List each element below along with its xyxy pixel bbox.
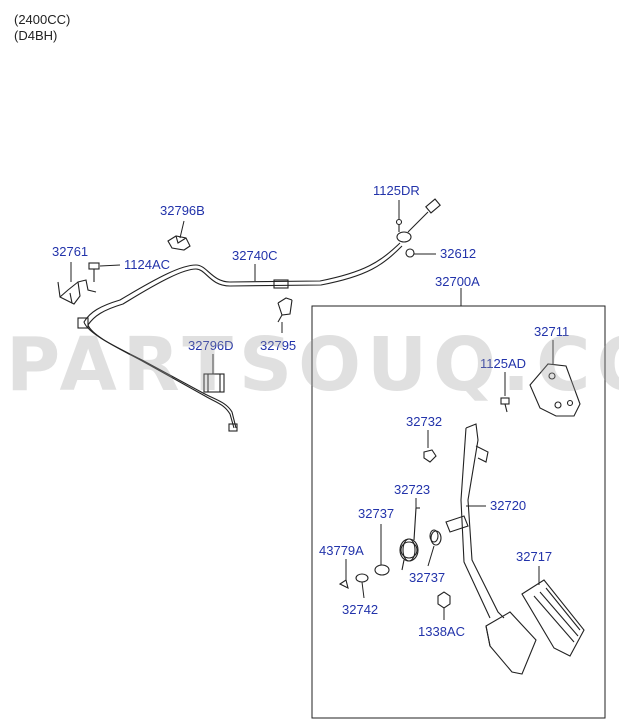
clip-32612 (405, 248, 415, 258)
accelerator-cable (77, 242, 403, 432)
cable-throttle-end (395, 198, 441, 258)
part-label-32742[interactable]: 32742 (342, 602, 378, 617)
bolt-1124AC (88, 262, 100, 282)
bushing-32732 (423, 449, 437, 463)
clip-32796D (203, 373, 225, 393)
pedal-arm-32720 (445, 423, 505, 619)
engine-code: (D4BH) (14, 28, 58, 43)
part-label-32720[interactable]: 32720 (490, 498, 526, 513)
part-label-1338AC[interactable]: 1338AC (418, 624, 465, 639)
clip-32795 (277, 297, 293, 323)
bushing-32737-right (429, 529, 442, 546)
part-label-32737-left[interactable]: 32737 (358, 506, 394, 521)
part-label-32796B[interactable]: 32796B (160, 203, 205, 218)
bolt-1125AD (500, 397, 510, 413)
washer-32737-left (374, 564, 390, 576)
part-label-32700A[interactable]: 32700A (435, 274, 480, 289)
pedal-pad (485, 611, 537, 675)
part-label-32795[interactable]: 32795 (260, 338, 296, 353)
part-label-32761[interactable]: 32761 (52, 244, 88, 259)
part-label-32717[interactable]: 32717 (516, 549, 552, 564)
part-label-32796D[interactable]: 32796D (188, 338, 234, 353)
cable-end (228, 423, 238, 432)
part-label-32740C[interactable]: 32740C (232, 248, 278, 263)
part-label-32732[interactable]: 32732 (406, 414, 442, 429)
bracket-32711 (529, 363, 581, 417)
pedal-pad-32717 (521, 579, 585, 657)
engine-variant: (2400CC) (14, 12, 71, 27)
pin-43779A (338, 579, 349, 590)
part-label-32723[interactable]: 32723 (394, 482, 430, 497)
part-label-32612[interactable]: 32612 (440, 246, 476, 261)
ring-32742 (355, 573, 369, 583)
clip-32796B (167, 235, 191, 251)
cable-grommet (273, 279, 289, 289)
assembly-frame (311, 305, 606, 719)
part-label-32711[interactable]: 32711 (534, 324, 569, 339)
cable-fitting (77, 317, 89, 329)
part-label-1125AD[interactable]: 1125AD (480, 356, 526, 371)
spring-32723 (399, 507, 420, 571)
part-label-1124AC[interactable]: 1124AC (124, 257, 170, 272)
nut-1338AC (437, 591, 451, 609)
part-label-43779A[interactable]: 43779A (319, 543, 364, 558)
part-label-1125DR[interactable]: 1125DR (373, 183, 420, 198)
bracket-32761 (57, 279, 97, 305)
part-label-32737-right[interactable]: 32737 (409, 570, 445, 585)
leader-lines (70, 200, 554, 620)
